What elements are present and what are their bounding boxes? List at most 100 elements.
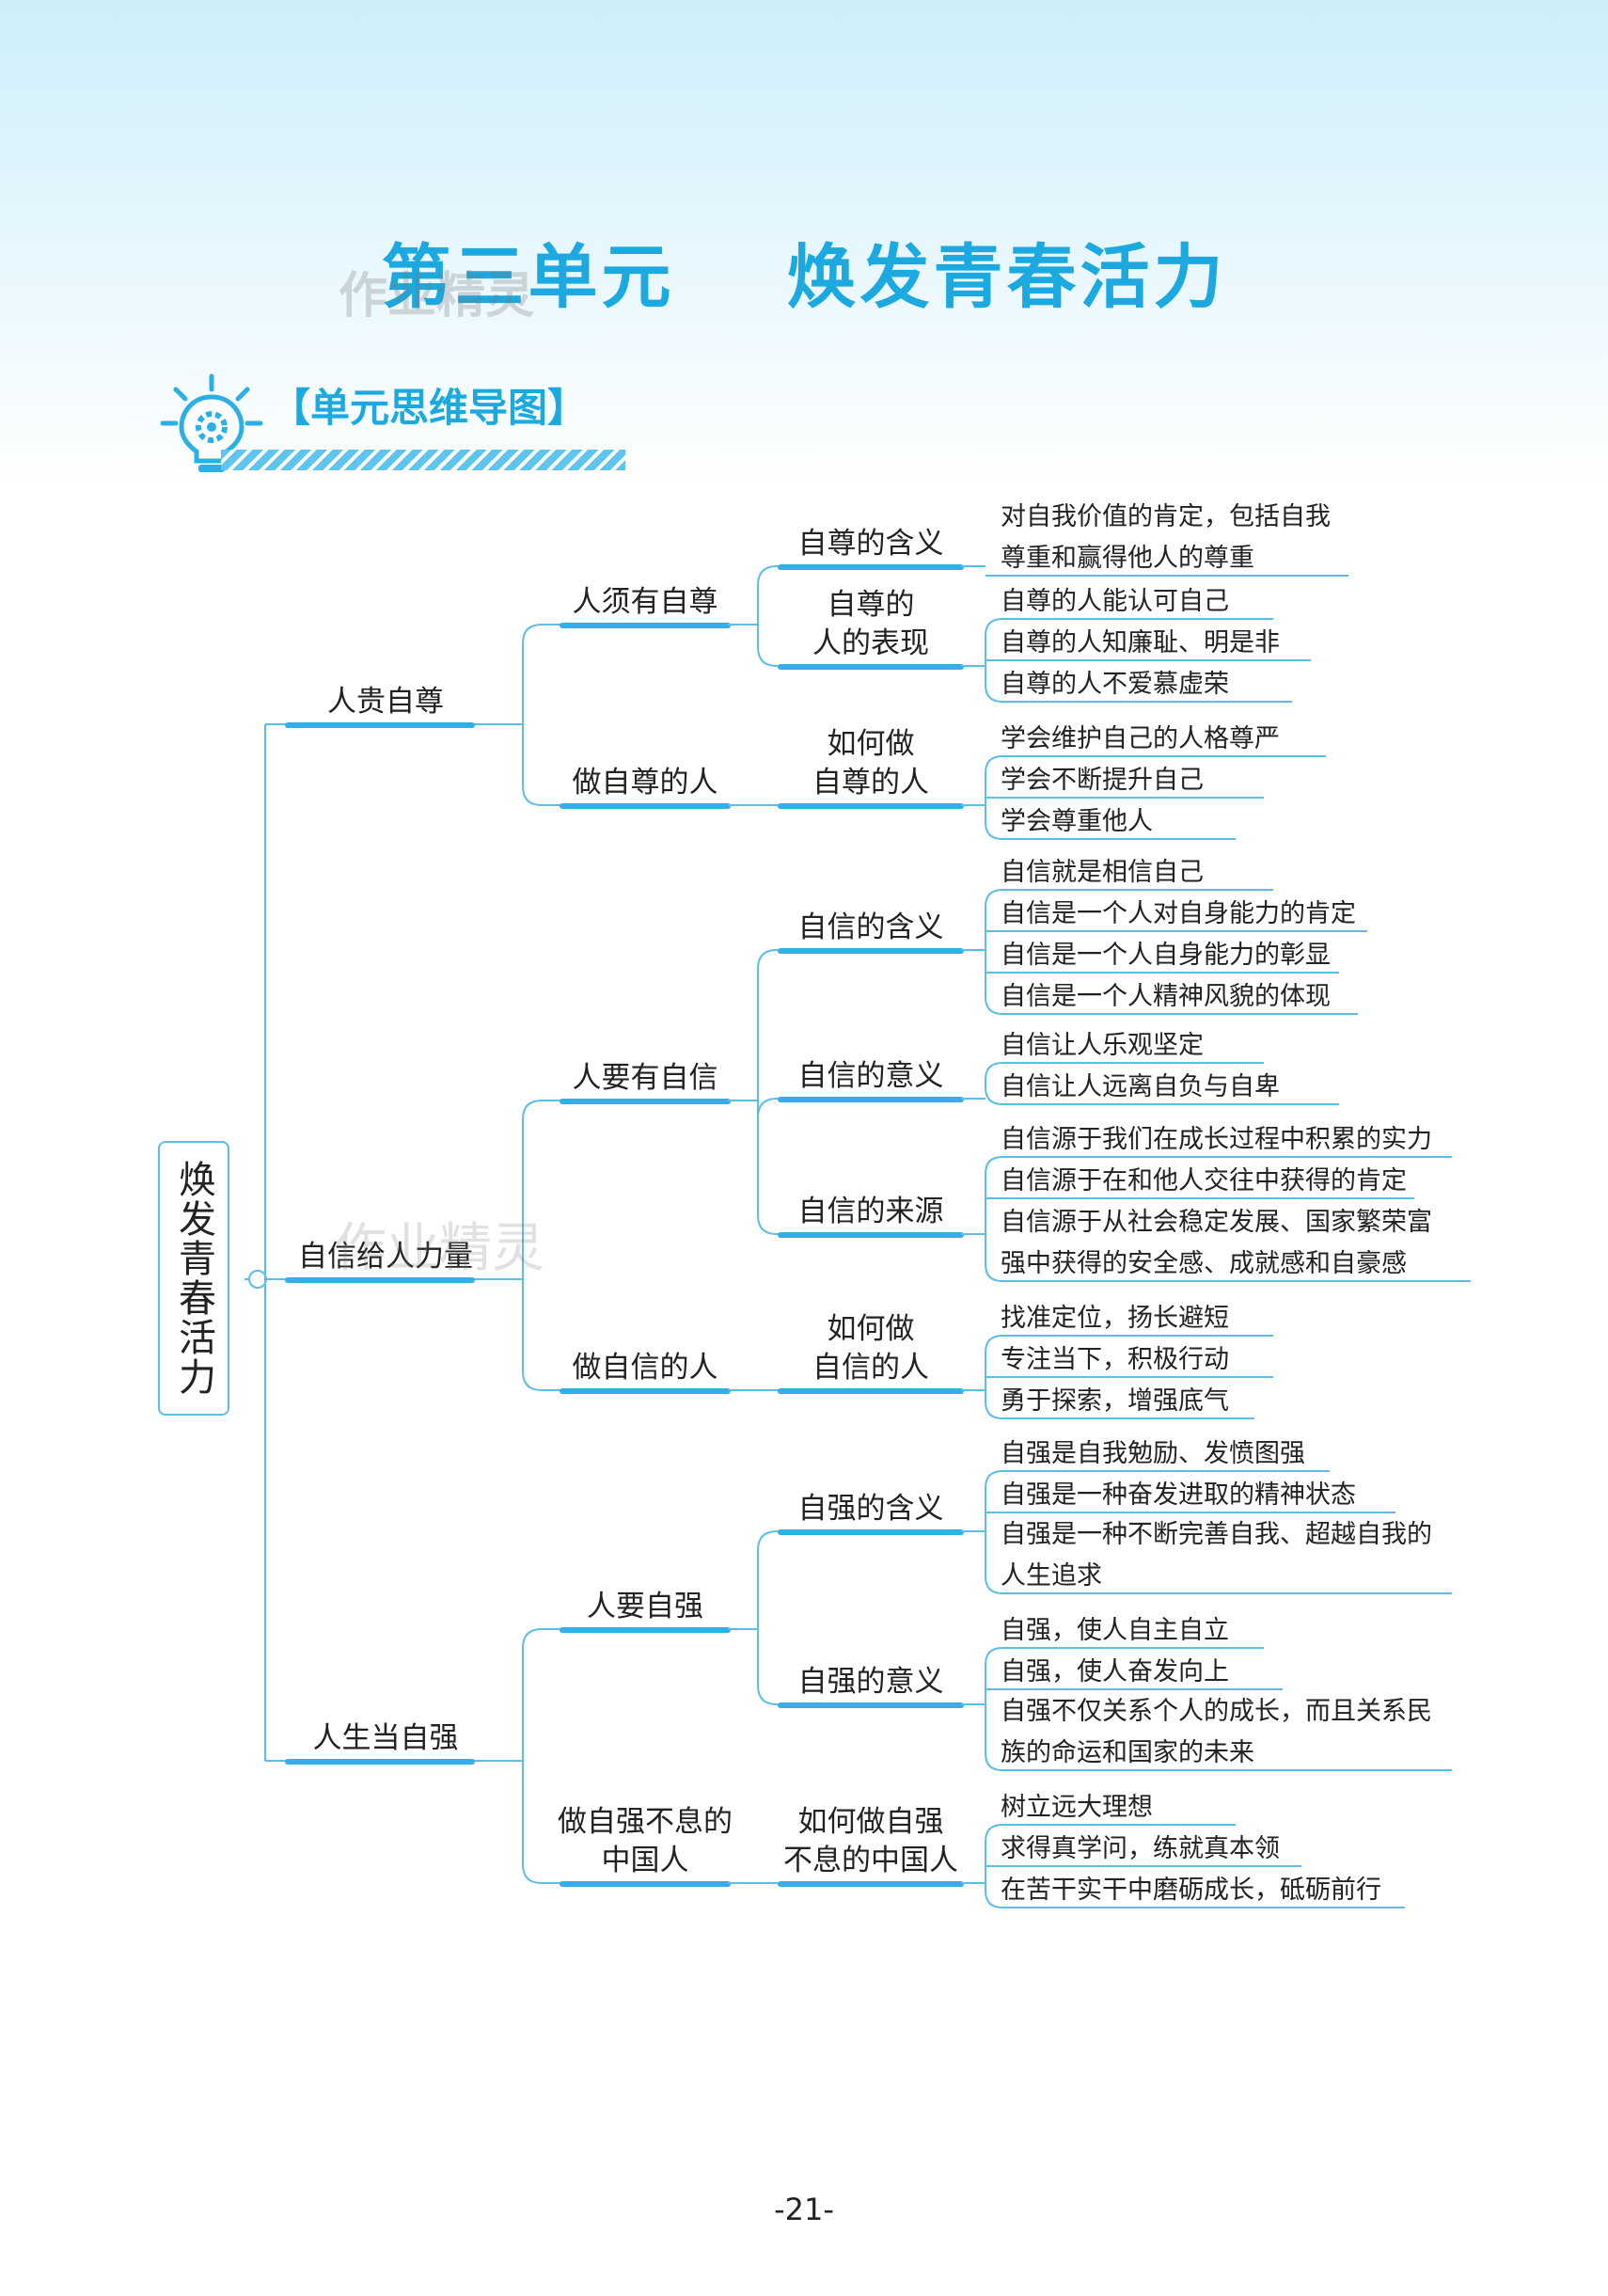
l2-node-6-line-2: 中国人 — [602, 1844, 689, 1877]
l2-l3-branch — [757, 1214, 961, 1235]
section-label: 【单元思维导图】 — [271, 385, 588, 431]
leaf-branch — [985, 1401, 1254, 1419]
leaf-5-1: 自信让人乐观坚定 — [1001, 1031, 1204, 1060]
l3-node-10-line-2: 不息的中国人 — [783, 1844, 958, 1877]
l2-node-5: 人要自强 — [587, 1590, 703, 1623]
l3-node-2-line-1: 自尊的 — [828, 588, 915, 622]
l3-node-8: 自强的含义 — [798, 1492, 944, 1526]
l3-node-5: 自信的意义 — [798, 1059, 944, 1093]
l2-l3-branch — [757, 949, 961, 970]
leaf-7-2: 专注当下，积极行动 — [1001, 1345, 1229, 1374]
leaf-branch — [985, 1752, 1452, 1771]
leaf-branch — [985, 821, 1236, 840]
leaf-4-4: 自信是一个人精神风貌的体现 — [1001, 982, 1331, 1011]
leaf-1-1-line-1: 对自我价值的肯定，包括自我 — [1001, 502, 1331, 531]
l3-node-3-line-2: 自尊的人 — [812, 766, 929, 800]
l3-node-6: 自信的来源 — [798, 1195, 944, 1228]
l1-l2-branch — [522, 785, 728, 806]
leaf-4-2: 自信是一个人对自身能力的肯定 — [1001, 899, 1356, 928]
l3-node-9: 自强的意义 — [798, 1665, 944, 1699]
leaf-2-3: 自尊的人不爱慕虚荣 — [1001, 670, 1229, 699]
leaf-4-1: 自信就是相信自己 — [1001, 858, 1204, 887]
watermark: 作业精灵 — [334, 1218, 544, 1279]
leaf-6-3-line-1: 自信源于从社会稳定发展、国家繁荣富 — [1001, 1208, 1432, 1237]
leaf-branch — [985, 889, 1273, 908]
leaf-9-2: 自强，使人奋发向上 — [1001, 1657, 1229, 1686]
l3-node-7-line-1: 如何做 — [828, 1312, 915, 1346]
page-title: 第三单元 焕发青春活力 — [381, 237, 1227, 318]
leaf-branch — [985, 618, 1273, 637]
leaf-1-1-line-2: 尊重和赢得他人的尊重 — [1001, 544, 1254, 573]
leaf-8-3-line-2: 人生追求 — [1001, 1561, 1102, 1591]
l2-l3-branch — [757, 1685, 961, 1705]
l1-l2-branch — [522, 1863, 728, 1884]
leaf-6-3-line-2: 强中获得的安全感、成就感和自豪感 — [1001, 1249, 1407, 1278]
leaf-5-2: 自信让人远离自负与自卑 — [1001, 1072, 1280, 1101]
l1-l2-branch — [522, 1628, 728, 1649]
leaf-branch — [985, 1824, 1236, 1843]
l3-node-2-line-2: 人的表现 — [812, 626, 929, 660]
leaf-10-1: 树立远大理想 — [1001, 1793, 1153, 1822]
l2-node-4: 做自信的人 — [573, 1351, 718, 1385]
l1-l2-branch — [522, 1100, 728, 1120]
leaf-7-3: 勇于探索，增强底气 — [1001, 1386, 1229, 1416]
l1-node-2: 自信给人力量 — [298, 1240, 473, 1274]
leaf-branch — [985, 1890, 1405, 1908]
leaf-8-3-line-1: 自强是一种不断完善自我、超越自我的 — [1001, 1520, 1432, 1549]
leaf-7-1: 找准定位，扬长避短 — [1001, 1304, 1229, 1333]
leaf-branch — [985, 684, 1292, 703]
l2-l3-branch — [757, 1530, 961, 1551]
lightbulb-gear-icon — [160, 373, 263, 472]
leaf-2-2: 自尊的人知廉耻、明是非 — [1001, 628, 1280, 657]
leaf-branch — [985, 1335, 1273, 1354]
section-underline — [221, 450, 625, 470]
l1-l2-branch — [522, 1370, 728, 1391]
l2-node-6-line-1: 做自强不息的 — [558, 1805, 733, 1839]
l3-node-4: 自信的含义 — [798, 910, 944, 944]
l2-l3-branch — [757, 1098, 961, 1118]
l2-l3-branch — [757, 565, 961, 586]
l2-node-3: 人要有自信 — [573, 1061, 718, 1095]
leaf-9-3-line-1: 自强不仅关系个人的成长，而且关系民 — [1001, 1697, 1432, 1726]
leaf-branch — [985, 1086, 1339, 1105]
leaf-branch — [985, 1647, 1264, 1666]
l3-node-10-line-1: 如何做自强 — [798, 1805, 944, 1839]
l3-node-7-line-2: 自信的人 — [812, 1351, 929, 1385]
l1-node-1: 人贵自尊 — [327, 685, 444, 719]
leaf-branch — [985, 1576, 1452, 1594]
leaf-6-1: 自信源于我们在成长过程中积累的实力 — [1001, 1125, 1432, 1154]
l2-node-2: 做自尊的人 — [573, 766, 718, 800]
leaf-branch — [985, 1062, 1264, 1081]
l3-node-1: 自尊的含义 — [798, 527, 944, 561]
leaf-branch — [985, 1263, 1471, 1282]
l2-l3-branch — [757, 646, 961, 667]
leaf-8-2: 自强是一种奋发进取的精神状态 — [1001, 1481, 1356, 1510]
leaf-8-1: 自强是自我勉励、发愤图强 — [1001, 1439, 1305, 1468]
leaf-3-1: 学会维护自己的人格尊严 — [1001, 724, 1280, 753]
leaf-branch — [985, 1470, 1330, 1489]
leaf-9-3-line-2: 族的命运和国家的未来 — [1001, 1738, 1254, 1767]
mindmap-root: 焕发青春活力 — [158, 1141, 229, 1416]
watermark: 作业精灵 — [339, 268, 535, 325]
leaf-6-2: 自信源于在和他人交往中获得的肯定 — [1001, 1166, 1407, 1196]
l1-node-3: 人生当自强 — [313, 1721, 459, 1755]
leaf-branch — [985, 996, 1358, 1015]
l2-node-1: 人须有自尊 — [573, 585, 718, 619]
header-band — [0, 0, 1608, 489]
leaf-branch — [985, 1156, 1452, 1175]
leaf-3-2: 学会不断提升自己 — [1001, 766, 1204, 795]
leaf-2-1: 自尊的人能认可自己 — [1001, 587, 1229, 616]
mindmap-connectors — [244, 564, 1471, 1908]
mindmap-root-label: 焕发青春活力 — [172, 1160, 215, 1397]
leaf-10-3: 在苦干实干中磨砺成长，砥砺前行 — [1001, 1876, 1381, 1905]
leaf-3-3: 学会尊重他人 — [1001, 807, 1153, 836]
leaf-4-3: 自信是一个人自身能力的彰显 — [1001, 941, 1331, 970]
l3-node-3-line-1: 如何做 — [828, 727, 915, 761]
l1-l2-branch — [522, 624, 728, 644]
leaf-branch — [985, 755, 1326, 774]
root-junction-icon — [248, 1270, 267, 1289]
page-number: -21- — [774, 2192, 834, 2227]
